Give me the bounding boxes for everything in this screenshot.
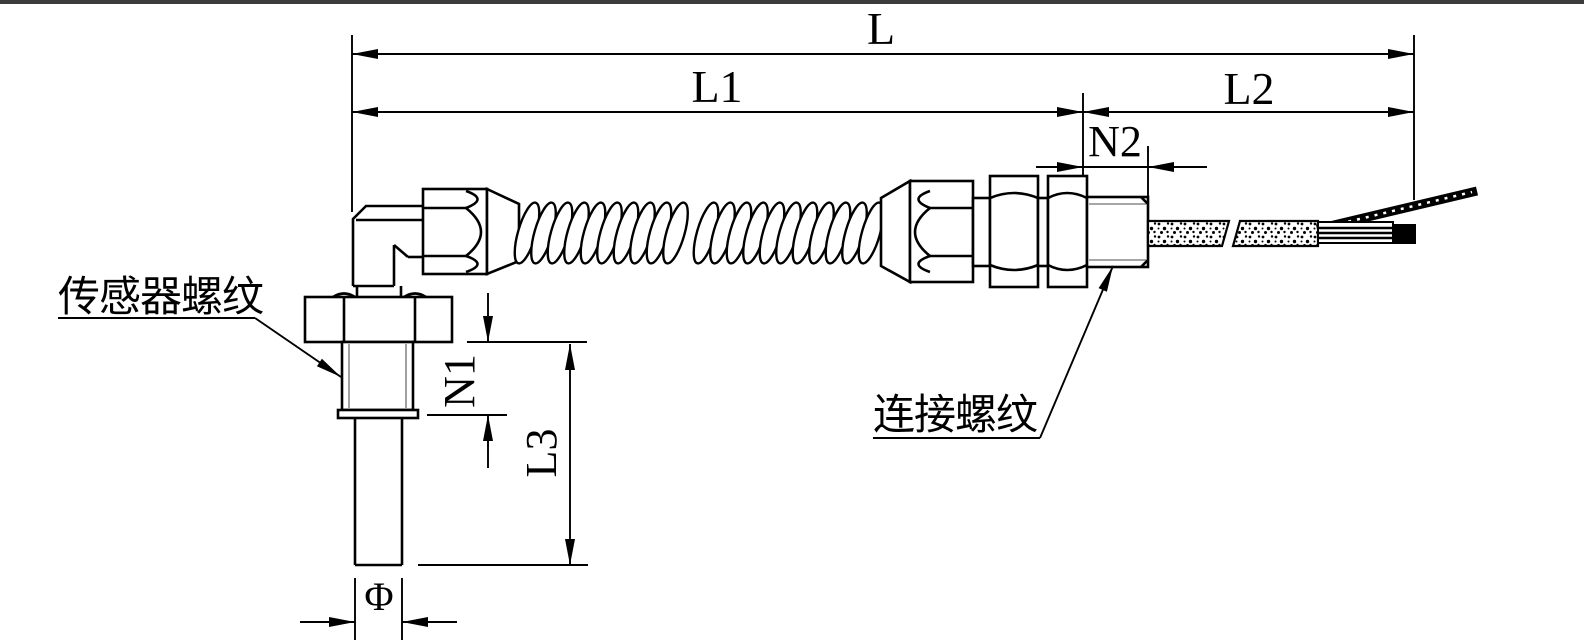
lead-wires	[1315, 186, 1479, 244]
thread-relief-lip	[336, 408, 420, 420]
spacer-2	[1036, 196, 1050, 268]
dimension-phi: Φ	[300, 574, 457, 640]
dimension-label-phi: Φ	[364, 574, 393, 619]
cone-right	[879, 178, 912, 285]
connection-thread-section	[1085, 195, 1150, 269]
extension-lines	[351, 35, 1415, 212]
dimension-label-N1: N1	[435, 354, 484, 408]
dimension-L2: L2	[1083, 63, 1414, 117]
spacer-1	[971, 196, 992, 268]
dimension-label-L3: L3	[517, 429, 566, 478]
top-border-bar	[0, 0, 1584, 4]
lock-nuts	[971, 174, 1089, 289]
cable-segment-2	[1231, 219, 1320, 248]
dimension-N2: N2	[1036, 117, 1207, 172]
connection-thread-label: 连接螺纹	[873, 393, 1037, 439]
dimension-label-L: L	[867, 3, 895, 54]
probe-tube	[353, 418, 404, 567]
wire-tip	[1393, 224, 1416, 244]
diagonal-wire-speckle	[1321, 190, 1473, 230]
cable-segment-1	[1146, 219, 1231, 248]
hex-nut-sensor	[303, 292, 454, 344]
dimension-label-N2: N2	[1088, 117, 1142, 166]
sensor-thread-section	[336, 340, 420, 420]
dimension-L: L	[352, 3, 1414, 59]
dimension-L1: L1	[352, 61, 1083, 117]
elbow-fitting	[351, 204, 423, 297]
connection-thread-leader	[1039, 265, 1114, 439]
sensor-thread-label: 传感器螺纹	[58, 275, 263, 321]
flexible-conduit-segment-a	[513, 201, 689, 265]
dimension-N1: N1	[427, 293, 587, 468]
sensor-thread-annotation: 传感器螺纹	[58, 275, 342, 378]
cap-nut-left	[421, 186, 521, 276]
connection-thread-annotation: 连接螺纹	[873, 265, 1114, 439]
cap-nut-right	[879, 178, 975, 285]
dimension-label-L1: L1	[691, 61, 742, 112]
dimension-label-L2: L2	[1223, 63, 1274, 114]
cable-sleeve	[1146, 219, 1320, 248]
cone-left	[485, 186, 521, 276]
dimension-L3: L3	[418, 344, 588, 566]
flexible-conduit-segment-b	[692, 201, 885, 265]
